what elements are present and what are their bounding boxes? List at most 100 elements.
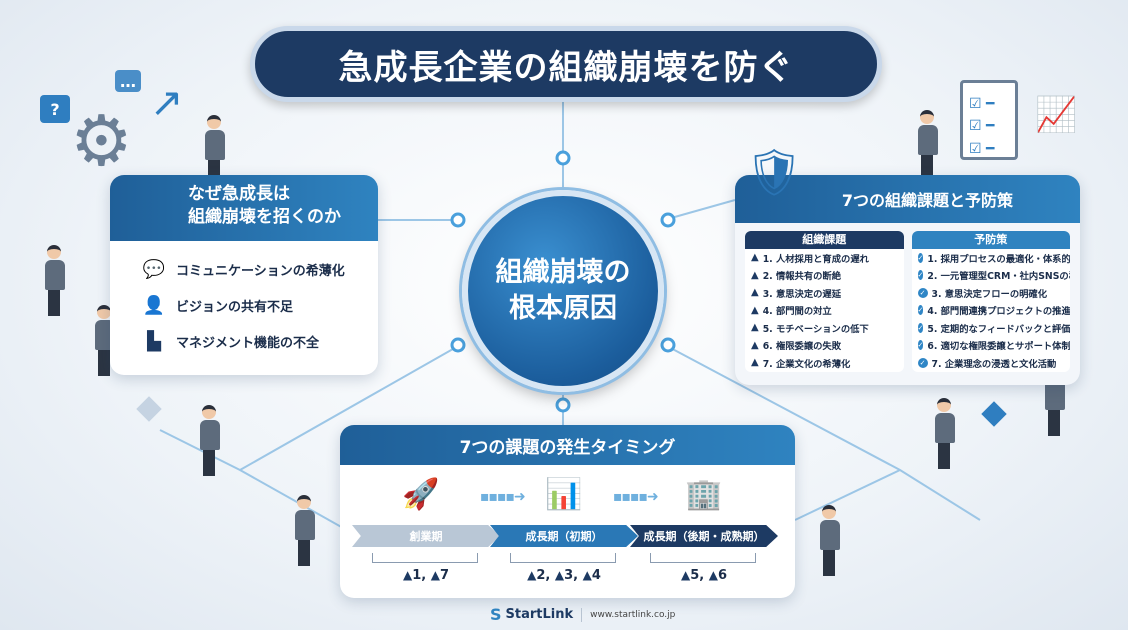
phase-bracket <box>650 553 756 563</box>
panel-header: なぜ急成長は 組織崩壊を招くのか <box>110 175 378 241</box>
person-illustration <box>820 505 840 576</box>
checklist-clipboard-icon: ☑ ━☑ ━☑ ━ <box>960 80 1018 160</box>
measure-label: 7. 企業理念の浸透と文化活動 <box>931 358 1057 370</box>
center-line1: 組織崩壊の <box>495 256 631 288</box>
phase-arrow: 創業期 <box>352 525 500 547</box>
measure-label: 5. 定期的なフィードバックと評価制度 <box>927 323 1070 335</box>
issue-label: 4. 部門間の対立 <box>762 306 832 318</box>
issue-label: 6. 権限委譲の失敗 <box>762 341 842 353</box>
phase-arrow: 成長期（後期・成熟期） <box>630 525 778 547</box>
collapsing-building-icon: ▙ <box>147 330 161 352</box>
check-icon: ✓ <box>917 357 928 368</box>
measure-label: 4. 部門間連携プロジェクトの推進 <box>927 306 1070 318</box>
issue-label: 5. モチベーションの低下 <box>762 323 869 335</box>
measure-label: 2. 一元管理型CRM・社内SNSの導入 <box>927 271 1070 283</box>
measure-label: 3. 意思決定フローの明確化 <box>931 288 1048 300</box>
cause-label: マネジメント機能の不全 <box>176 335 320 351</box>
chat-bubble-icon: … <box>115 70 141 92</box>
issue-item: ▲4. 部門間の対立 <box>745 302 904 320</box>
dashed-arrow-icon: ▪▪▪▪➜ <box>480 489 526 505</box>
person-illustration <box>935 398 955 469</box>
check-icon: ✓ <box>917 322 924 333</box>
warning-icon: ▲ <box>751 322 759 334</box>
measures-header: 予防策 <box>911 231 1070 249</box>
panel-title: 7つの組織課題と予防策 <box>735 175 1080 223</box>
building-icon: 🏢 <box>685 477 723 512</box>
website-url[interactable]: www.startlink.co.jp <box>590 609 676 620</box>
phase-arrow: 成長期（初期） <box>490 525 638 547</box>
person-illustration <box>918 110 938 181</box>
center-line2: 根本原因 <box>509 293 617 324</box>
issue-label: 3. 意思決定の遅延 <box>762 288 842 300</box>
issue-label: 7. 企業文化の希薄化 <box>762 358 851 370</box>
measures-column: 予防策 ✓1. 採用プロセスの最適化・体系的な研修✓2. 一元管理型CRM・社内… <box>911 231 1071 372</box>
root-cause-circle: 組織崩壊の 根本原因 <box>462 190 664 392</box>
issue-number: 5, <box>690 568 709 583</box>
check-icon: ✓ <box>917 305 924 316</box>
cause-item: 👤ビジョンの共有不足 <box>110 287 378 323</box>
issue-item: ▲5. モチベーションの低下 <box>745 319 904 337</box>
issue-number: 7 <box>439 568 450 583</box>
issue-number: 6 <box>717 568 728 583</box>
issue-item: ▲3. 意思決定の遅延 <box>745 284 904 302</box>
cause-item: ▙ マネジメント機能の不全 <box>110 323 378 359</box>
issue-label: 1. 人材採用と育成の遅れ <box>762 253 869 265</box>
person-illustration <box>295 495 315 566</box>
measure-label: 6. 適切な権限委譲とサポート体制 <box>927 341 1070 353</box>
growth-chart-icon: 📊 <box>545 477 583 512</box>
chart-icon: 📈 <box>1035 95 1078 135</box>
measure-item: ✓6. 適切な権限委譲とサポート体制 <box>912 337 1070 355</box>
check-icon: ✓ <box>917 287 928 298</box>
growth-arrow-icon: ↗ <box>150 80 184 126</box>
issue-label: 2. 情報共有の断絶 <box>762 271 842 283</box>
warning-icon: ▲ <box>751 252 759 264</box>
panel-title-line2: 組織崩壊を招くのか <box>188 206 341 227</box>
check-icon: ✓ <box>917 340 924 351</box>
speech-bubbles-icon: 💬 <box>142 258 166 280</box>
measure-item: ✓3. 意思決定フローの明確化 <box>912 284 1071 302</box>
cause-label: コミュニケーションの希薄化 <box>176 263 345 279</box>
issues-measures-panel: 7つの組織課題と予防策 組織課題 ▲1. 人材採用と育成の遅れ▲2. 情報共有の… <box>735 175 1080 385</box>
warning-icon: ▲ <box>430 568 440 582</box>
person-illustration <box>45 245 65 316</box>
warning-icon: ▲ <box>751 269 759 281</box>
phase-bracket <box>372 553 478 563</box>
phase-issues: ▲5, ▲6 <box>634 568 774 583</box>
warning-icon: ▲ <box>751 339 759 351</box>
warning-icon: ▲ <box>751 287 759 299</box>
measure-item: ✓4. 部門間連携プロジェクトの推進 <box>912 302 1070 320</box>
measure-item: ✓1. 採用プロセスの最適化・体系的な研修 <box>912 249 1070 267</box>
issue-item: ▲1. 人材採用と育成の遅れ <box>745 249 904 267</box>
warning-icon: ▲ <box>680 568 691 582</box>
panel-title-line1: なぜ急成長は <box>188 184 290 204</box>
issue-item: ▲2. 情報共有の断絶 <box>745 267 904 285</box>
page-title: 急成長企業の組織崩壊を防ぐ <box>250 26 882 102</box>
warning-icon: ▲ <box>708 568 718 582</box>
warning-icon: ▲ <box>751 357 759 369</box>
issue-item: ▲6. 権限委譲の失敗 <box>745 337 904 355</box>
cause-item: 💬 コミュニケーションの希薄化 <box>110 251 378 287</box>
question-bubble-icon: ? <box>40 95 70 123</box>
rocket-icon: 🚀 <box>402 477 440 512</box>
check-icon: ✓ <box>917 270 924 281</box>
measure-item: ✓7. 企業理念の浸透と文化活動 <box>912 354 1071 372</box>
warning-icon: ▲ <box>582 568 592 582</box>
warning-icon: ▲ <box>402 568 413 582</box>
issue-number: 1, <box>412 568 431 583</box>
dashed-arrow-icon: ▪▪▪▪➜ <box>613 489 659 505</box>
why-collapse-panel: なぜ急成長は 組織崩壊を招くのか 💬 コミュニケーションの希薄化 👤ビジョンの共有… <box>110 175 378 375</box>
shield-check-icon: 🛡 <box>745 145 804 199</box>
phase-issues: ▲2, ▲3, ▲4 <box>494 568 634 583</box>
brand-name: StartLink <box>505 607 574 622</box>
gear-icon: ⚙ <box>70 100 133 182</box>
warning-icon: ▲ <box>527 568 537 582</box>
issue-number: 3, <box>564 568 583 583</box>
issues-header: 組織課題 <box>745 231 904 249</box>
person-illustration <box>200 405 220 476</box>
blindfolded-person-icon: 👤 <box>142 294 166 316</box>
check-icon: ✓ <box>917 252 924 263</box>
phase-issues: ▲1, ▲7 <box>356 568 496 583</box>
warning-icon: ▲ <box>554 568 565 582</box>
